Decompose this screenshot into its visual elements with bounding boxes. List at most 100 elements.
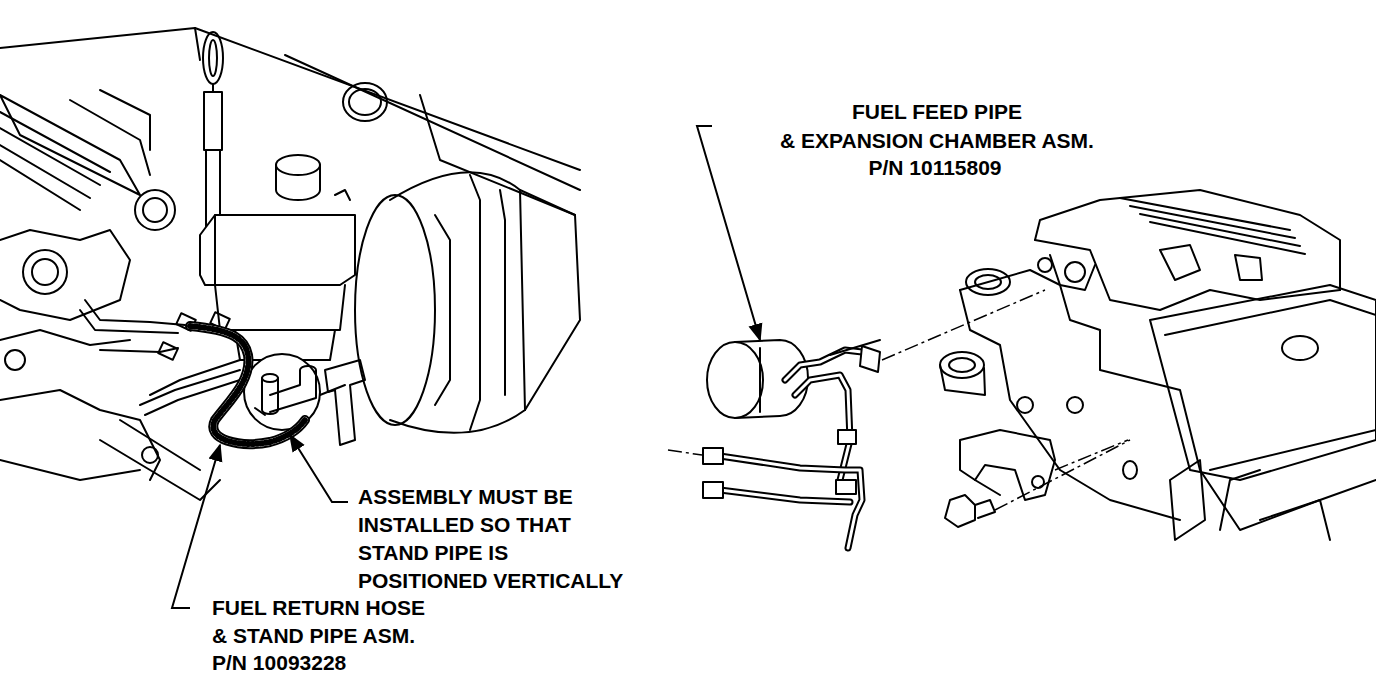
- part-label: P/N 10093228: [212, 652, 346, 674]
- part-label: FUEL RETURN HOSE: [212, 597, 425, 619]
- alignment-lines: [668, 450, 702, 455]
- corrugated-return-hose: [190, 326, 305, 444]
- alignment-lines: [995, 440, 1130, 510]
- engine-illustration: [975, 275, 1001, 289]
- engine-bay-illustration: [0, 460, 140, 480]
- engine-illustration: [720, 490, 850, 502]
- engine-bay-illustration: [435, 215, 450, 405]
- engine-bay-illustration: [0, 112, 110, 172]
- part-label: INSTALLED SO THAT: [358, 514, 571, 536]
- engine-bay-illustration: [349, 89, 381, 115]
- engine-bay-illustration: [320, 385, 345, 395]
- engine-bay-illustration: [203, 32, 223, 84]
- engine-bay-illustration: [0, 128, 100, 185]
- engine-bay-illustration: [470, 175, 480, 430]
- engine-illustration: [940, 352, 984, 378]
- engine-illustration: [860, 346, 880, 372]
- engine-bay-illustration: [100, 440, 220, 500]
- engine-illustration: [960, 270, 1376, 530]
- engine-bay-illustration: [143, 198, 167, 222]
- engine-bay-illustration: [343, 83, 387, 121]
- engine-illustration: [1210, 430, 1376, 470]
- engine-illustration: [1035, 240, 1340, 310]
- engine-illustration: [838, 430, 856, 444]
- engine-bay-illustration: [270, 366, 316, 412]
- engine-bay-illustration: [0, 390, 160, 480]
- engine-illustration: [975, 500, 995, 518]
- engine-bay-illustration: [200, 215, 355, 285]
- engine-illustration: [720, 456, 862, 548]
- engine-bay-illustration: [0, 28, 580, 170]
- engine-illustration: [720, 490, 850, 502]
- engine-illustration: [1035, 190, 1340, 290]
- alignment-lines: [882, 290, 1045, 360]
- engine-illustration: [759, 348, 761, 412]
- engine-bay-illustration: [0, 160, 80, 210]
- engine-bay-illustration: [355, 195, 435, 425]
- engine-illustration: [707, 342, 763, 418]
- engine-illustration: [1067, 397, 1083, 413]
- engine-bay-illustration: [0, 28, 580, 500]
- engine-illustration: [960, 290, 1180, 520]
- engine-illustration: [1017, 397, 1033, 413]
- part-label: POSITIONED VERTICALLY: [358, 570, 623, 592]
- engine-bay-illustration: [0, 230, 130, 320]
- engine-bay-illustration: [420, 95, 575, 215]
- leader-lines: [172, 126, 760, 608]
- engine-illustration: [1220, 470, 1260, 530]
- engine-illustration: [1150, 285, 1376, 480]
- corrugated-return-hose: [190, 326, 305, 444]
- engine-illustration: [1120, 198, 1305, 254]
- corrugated-return-hose: [190, 326, 305, 444]
- engine-illustration: [1235, 255, 1262, 280]
- engine-bay-illustration: [70, 100, 150, 175]
- corrugated-return-hose: [190, 326, 305, 444]
- engine-illustration: [1260, 500, 1330, 540]
- engine-bay-illustration: [255, 408, 265, 415]
- engine-bay-illustration: [0, 330, 130, 345]
- engine-bay-illustration: [142, 447, 158, 463]
- engine-bay-illustration: [32, 259, 58, 285]
- engine-bay-illustration: [0, 95, 140, 195]
- engine-illustration: [1160, 245, 1200, 280]
- engine-bay-illustration: [390, 172, 525, 433]
- engine-bay-illustration: [285, 55, 580, 190]
- engine-bay-illustration: [150, 360, 240, 395]
- engine-bay-illustration: [500, 190, 505, 395]
- engine-bay-illustration: [520, 190, 580, 410]
- engine-bay-illustration: [80, 310, 178, 333]
- engine-illustration: [836, 480, 856, 494]
- engine-illustration: [795, 375, 850, 480]
- engine-bay-illustration: [262, 374, 278, 382]
- engine-illustration: [940, 365, 985, 395]
- engine-illustration: [1282, 336, 1318, 360]
- engine-illustration: [1038, 258, 1052, 272]
- engine-illustration: [1165, 300, 1376, 335]
- engine-illustration: [1123, 461, 1137, 479]
- engine-bay-illustration: [195, 28, 200, 60]
- engine-bay-illustration: [5, 350, 25, 370]
- alignment-lines: [668, 290, 1130, 510]
- part-label: & EXPANSION CHAMBER ASM.: [780, 130, 1094, 152]
- engine-bay-illustration: [0, 145, 90, 198]
- part-label: FUEL FEED PIPE: [852, 101, 1022, 123]
- engine-bay-illustration: [325, 360, 365, 445]
- engine-illustration: [975, 480, 1000, 495]
- engine-illustration: [1050, 255, 1095, 290]
- engine-bay-illustration: [212, 84, 214, 92]
- engine-illustration: [966, 269, 1010, 295]
- leader-lines: [697, 126, 760, 340]
- engine-bay-illustration: [215, 285, 345, 330]
- engine-illustration: [703, 482, 723, 498]
- engine-bay-illustration: [335, 190, 350, 200]
- part-label: ASSEMBLY MUST BE: [358, 486, 573, 508]
- alignment-lines: [1055, 440, 1128, 470]
- engine-bay-illustration: [204, 92, 222, 150]
- engine-illustration: [960, 430, 1055, 500]
- engine-bay-illustration: [209, 40, 217, 76]
- leader-lines: [290, 435, 348, 502]
- engine-bay-illustration: [100, 348, 178, 352]
